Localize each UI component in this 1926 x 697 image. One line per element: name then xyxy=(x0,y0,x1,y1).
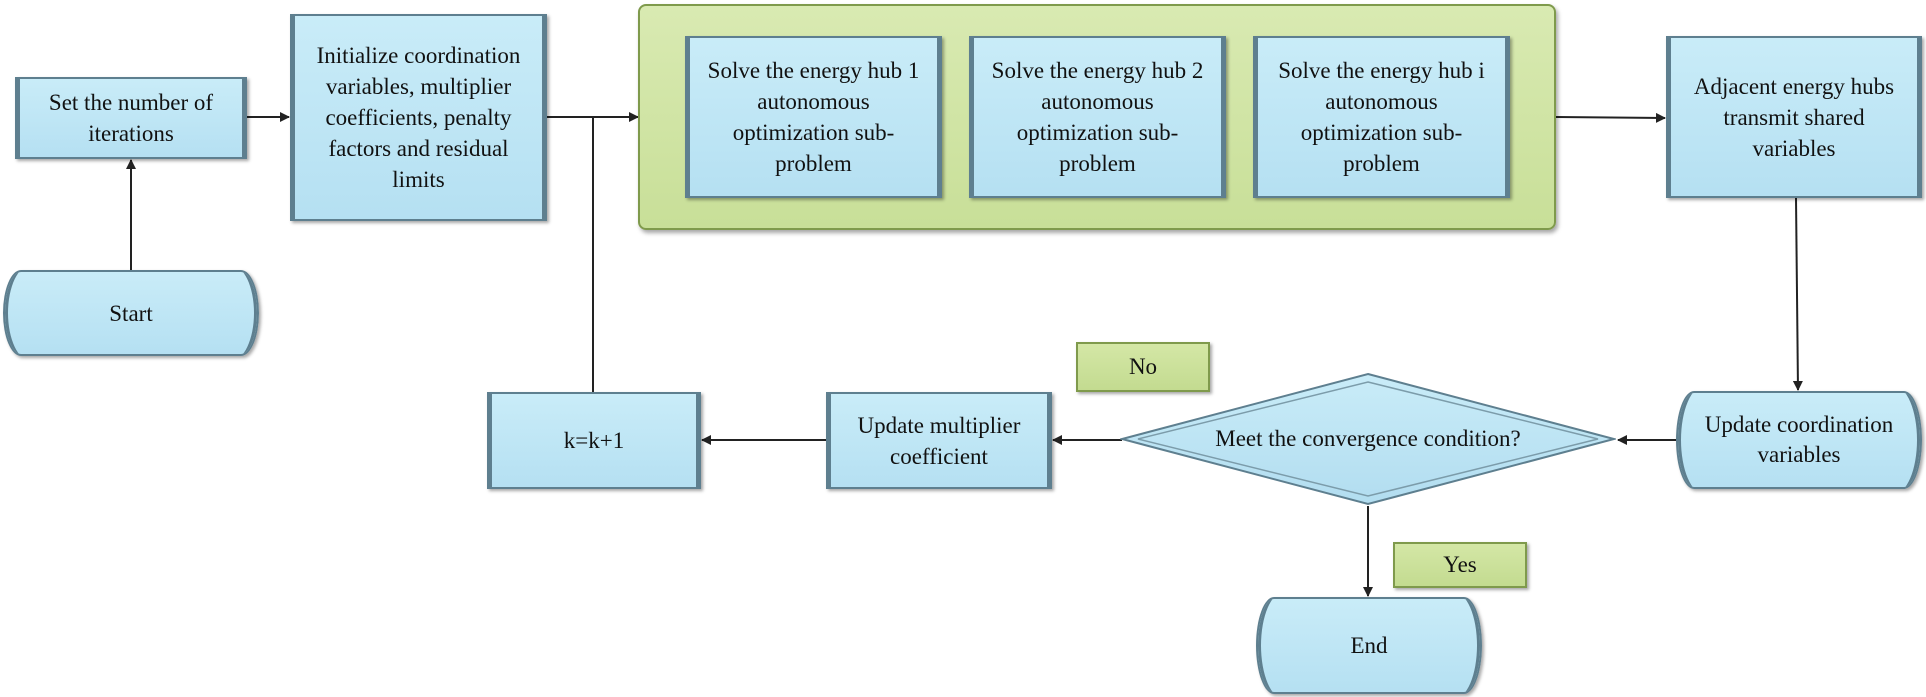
hub2-text: Solve the energy hub 2 autonomous optimi… xyxy=(991,58,1204,176)
initialize-text: Initialize coordination variables, multi… xyxy=(316,43,521,192)
update-coordination-text: Update coordination variables xyxy=(1704,412,1894,467)
yes-label-text: Yes xyxy=(1443,552,1477,577)
hub2-box: Solve the energy hub 2 autonomous optimi… xyxy=(969,36,1226,198)
hub1-text: Solve the energy hub 1 autonomous optimi… xyxy=(707,58,920,176)
convergence-text: Meet the convergence condition? xyxy=(1215,426,1521,451)
end-text: End xyxy=(1350,633,1388,658)
set-iterations-text: Set the number of iterations xyxy=(48,90,214,146)
convergence-decision-diamond xyxy=(1120,372,1616,506)
update-coordination-terminal: Update coordination variables xyxy=(1676,391,1922,489)
start-text: Start xyxy=(109,300,153,326)
update-multiplier-box: Update multiplier coefficient xyxy=(826,392,1052,489)
arrow-hubs-to-transmit xyxy=(1555,112,1666,123)
update-multiplier-text: Update multiplier coefficient xyxy=(857,412,1021,469)
set-iterations-box: Set the number of iterations xyxy=(15,77,247,159)
transmit-text: Adjacent energy hubs transmit shared var… xyxy=(1693,73,1895,161)
arrow-transmit-to-update-coord xyxy=(1792,197,1803,391)
yes-label: Yes xyxy=(1393,542,1527,588)
increment-box: k=k+1 xyxy=(487,392,701,489)
start-terminal: Start xyxy=(3,270,259,356)
no-label-text: No xyxy=(1128,354,1158,379)
hub1-box: Solve the energy hub 1 autonomous optimi… xyxy=(685,36,942,198)
hubi-text: Solve the energy hub i autonomous optimi… xyxy=(1278,58,1485,176)
convergence-text-container: Meet the convergence condition? xyxy=(1120,372,1616,506)
end-terminal: End xyxy=(1256,597,1482,694)
hubi-box: Solve the energy hub i autonomous optimi… xyxy=(1253,36,1510,198)
transmit-box: Adjacent energy hubs transmit shared var… xyxy=(1666,36,1922,198)
no-label: No xyxy=(1076,342,1210,392)
initialize-box: Initialize coordination variables, multi… xyxy=(290,14,547,221)
increment-text: k=k+1 xyxy=(563,428,625,453)
